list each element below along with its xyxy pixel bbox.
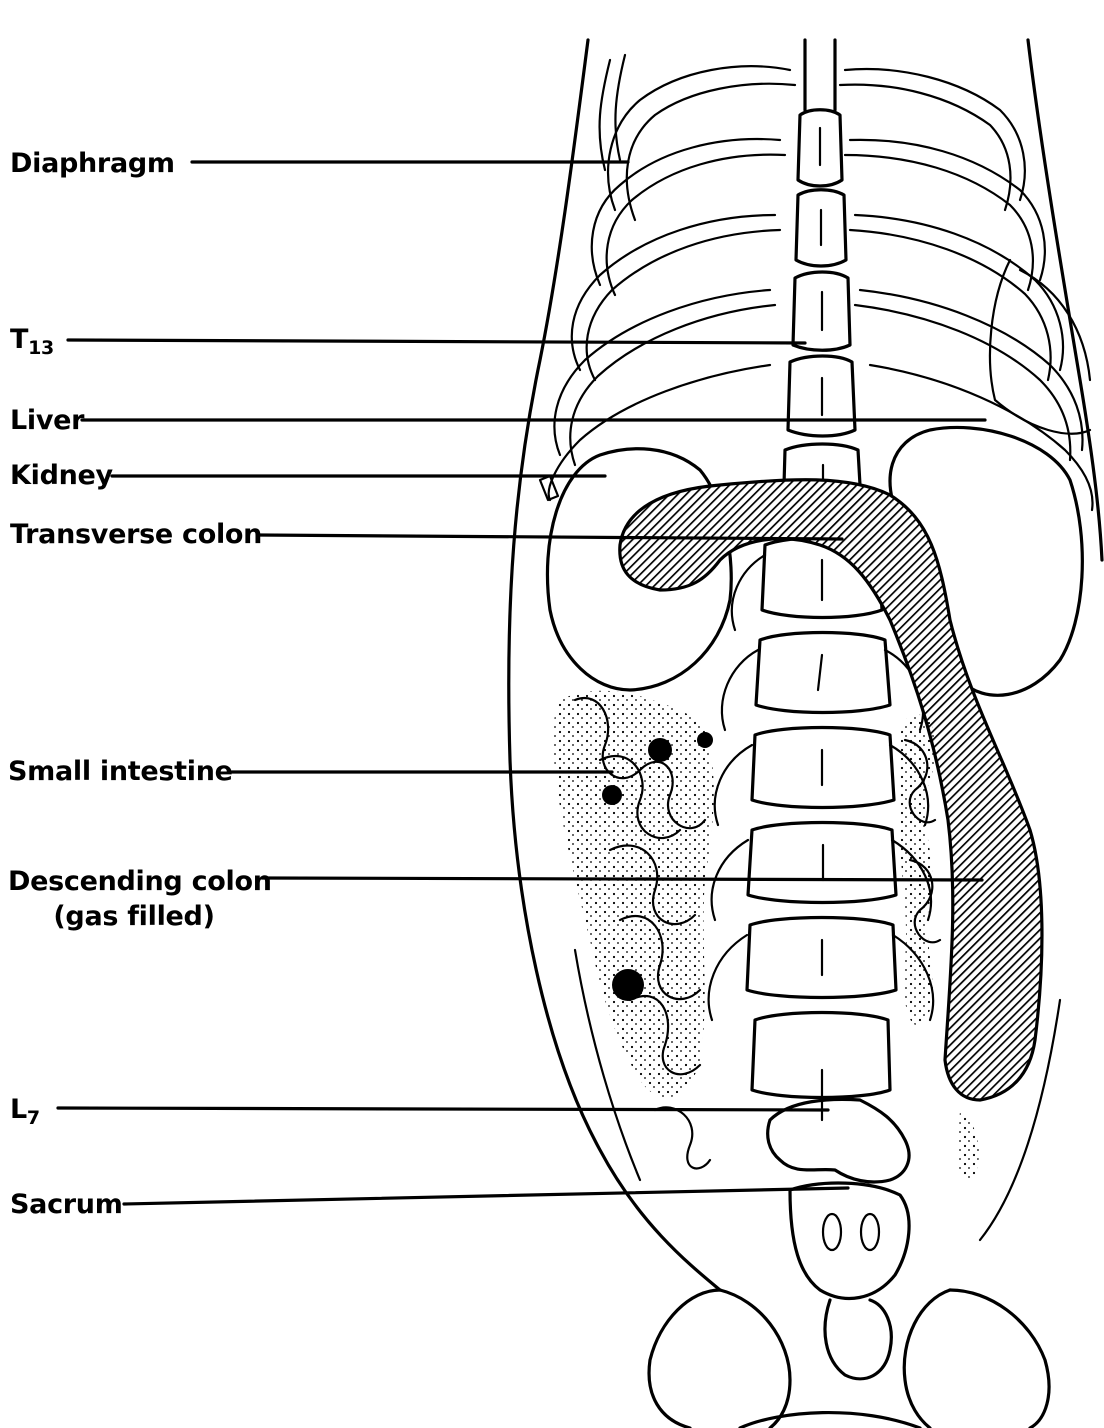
label-descending-colon-line1: Descending colon (8, 864, 260, 899)
label-kidney: Kidney (10, 462, 113, 489)
label-sacrum: Sacrum (10, 1191, 123, 1218)
leader-lines (58, 162, 985, 1204)
label-l7-sub: 7 (27, 1107, 40, 1129)
label-diaphragm: Diaphragm (10, 150, 175, 177)
label-descending-colon: Descending colon (gas filled) (8, 864, 260, 934)
leader-l7 (58, 1108, 828, 1110)
label-transverse-colon: Transverse colon (10, 521, 262, 548)
label-t13-base: T (10, 324, 28, 355)
leader-sacrum (124, 1188, 848, 1204)
label-descending-colon-line2: (gas filled) (8, 899, 260, 934)
leader-descending-colon (262, 878, 982, 880)
label-t13: T13 (10, 326, 54, 358)
small-intestine (553, 691, 979, 1180)
rib-cage-right (840, 69, 1093, 510)
label-small-intestine: Small intestine (8, 758, 233, 785)
label-t13-sub: 13 (28, 337, 54, 359)
label-liver: Liver (10, 407, 84, 434)
leader-t13 (68, 340, 805, 343)
label-l7-base: L (10, 1094, 27, 1125)
label-l7: L7 (10, 1096, 40, 1128)
